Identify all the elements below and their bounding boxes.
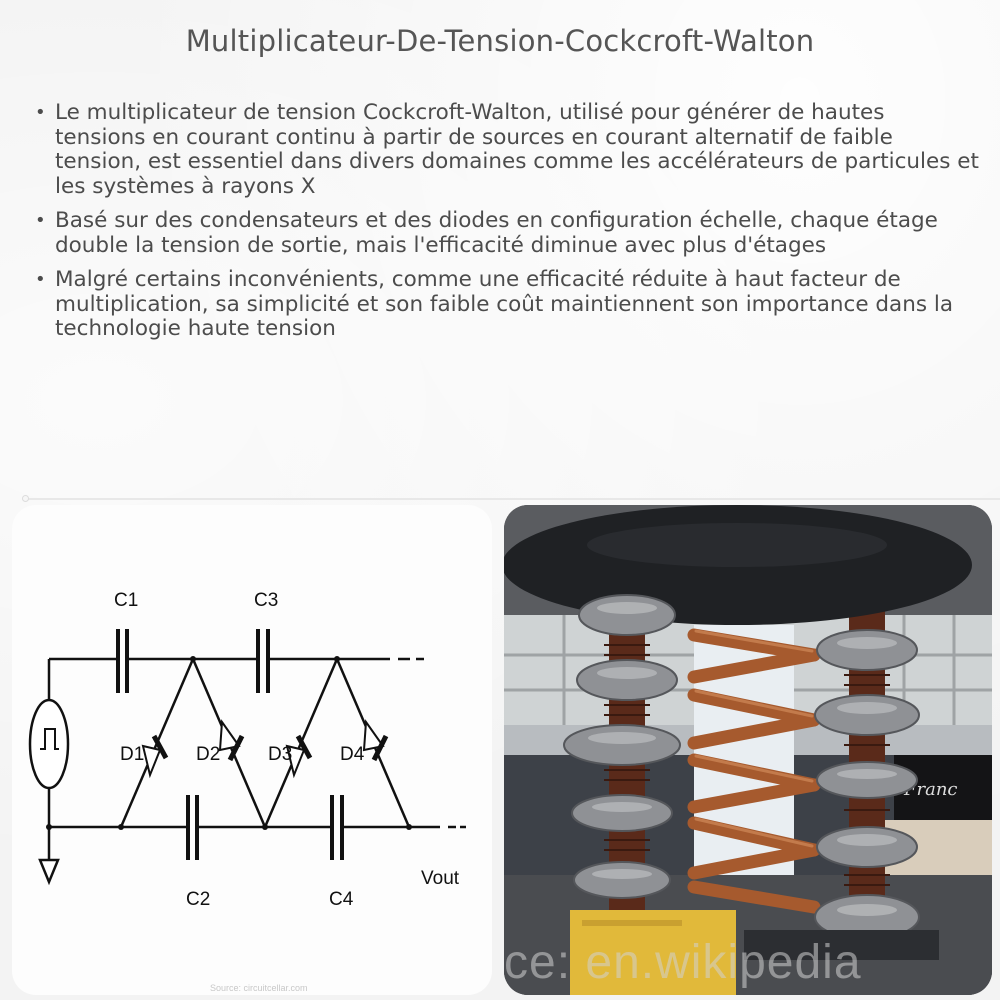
label-d1: D1 xyxy=(120,744,144,765)
label-c2: C2 xyxy=(186,889,210,910)
bullet-text: Le multiplicateur de tension Cockcroft-W… xyxy=(55,100,979,199)
bullet-item: • Basé sur des condensateurs et des diod… xyxy=(30,208,980,258)
bullet-item: • Malgré certains inconvénients, comme u… xyxy=(30,267,980,342)
divider xyxy=(26,498,1000,500)
bullet-dot-icon: • xyxy=(35,102,46,123)
label-c3: C3 xyxy=(254,590,278,611)
label-d3: D3 xyxy=(268,744,292,765)
bullet-text: Malgré certains inconvénients, comme une… xyxy=(55,267,954,341)
label-vout: Vout xyxy=(421,868,460,889)
cockcroft-walton-schematic: C1 C3 C2 C4 D1 D2 D3 D4 Vout xyxy=(28,590,466,910)
page-title: Multiplicateur-De-Tension-Cockcroft-Walt… xyxy=(185,24,815,58)
ground-icon xyxy=(38,858,60,886)
bullet-dot-icon: • xyxy=(35,210,46,231)
bullet-dot-icon: • xyxy=(35,269,46,290)
label-d2: D2 xyxy=(196,744,220,765)
source-watermark: ce: en.wikipedia xyxy=(504,936,862,989)
circuit-diagram: C1 C3 C2 C4 D1 D2 D3 D4 Vout Source: cir… xyxy=(12,505,492,995)
label-c4: C4 xyxy=(329,889,354,910)
bullet-text: Basé sur des condensateurs et des diodes… xyxy=(55,208,938,258)
generator-photo: Franc xyxy=(504,505,992,995)
label-d4: D4 xyxy=(340,744,365,765)
bullet-list: • Le multiplicateur de tension Cockcroft… xyxy=(30,100,980,352)
label-c1: C1 xyxy=(114,590,138,611)
square-wave-source-icon xyxy=(28,698,70,790)
bullet-item: • Le multiplicateur de tension Cockcroft… xyxy=(30,100,980,199)
cockcroft-walton-generator-image: Franc xyxy=(504,505,992,995)
source-credit: Source: circuitcellar.com xyxy=(210,983,308,993)
divider-knob xyxy=(22,495,29,502)
